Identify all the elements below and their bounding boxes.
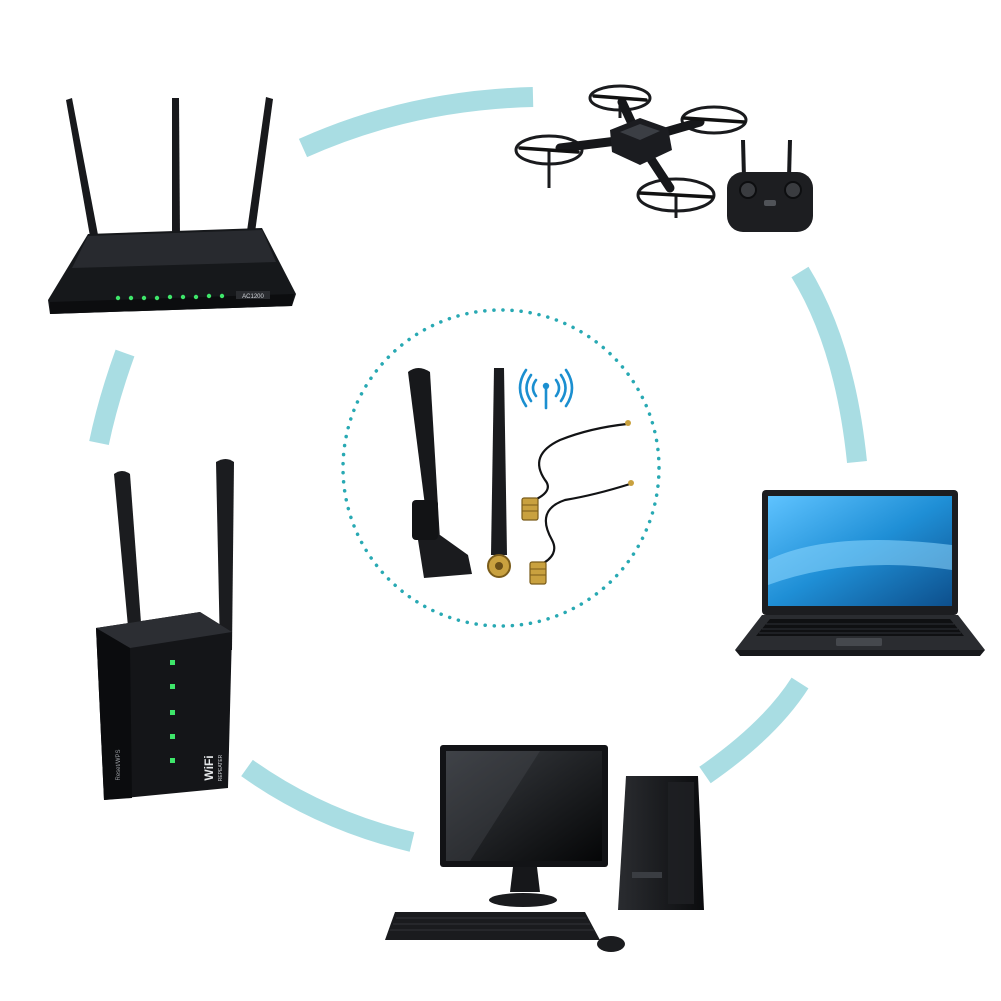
laptop-keyboard [756,619,964,636]
keyboard [385,912,600,940]
monitor-glare [446,751,540,861]
router-antenna-left [66,98,99,242]
router-front-edge [50,294,294,314]
propeller-blade [518,146,580,154]
controller-stick-left [739,181,757,199]
arc-router-drone [298,87,534,158]
swivel-antenna-hinge [412,500,438,540]
drone-body [610,118,672,165]
controller-antenna-right [787,139,792,179]
repeater-side-text: Reset/WPS [116,749,122,780]
monitor-stand [510,867,540,892]
antenna-kit [408,368,634,585]
laptop [735,490,985,656]
ufl-connectors [625,420,634,486]
propeller-blade [682,116,746,124]
repeater-antenna-right [216,459,234,650]
remote-controller [727,139,813,232]
propeller-guard-back-right [680,105,748,135]
router-model-badge [236,291,270,299]
router: AC1200 [48,97,296,314]
controller-antenna-left [741,139,746,179]
mouse [597,936,625,952]
pc-drive-bay [632,872,662,878]
repeater-logo-sub: REPEATER [218,754,224,781]
screen-swoosh [768,540,952,585]
router-led-row [115,293,225,301]
monitor-screen [446,751,602,861]
repeater-top [96,612,232,648]
wifi-signal-icon [518,368,574,410]
pc-tower-panel [668,782,694,904]
arc-laptop-desktop [699,677,809,784]
repeater-side [96,628,132,800]
desktop-computer [385,745,704,952]
wifi-repeater: WiFi REPEATER Reset/WPS [96,459,234,800]
sma-connectors [521,497,547,585]
pigtail-cables [529,422,631,566]
arc-repeater-router [89,349,135,446]
drone [514,84,748,218]
laptop-touchpad [836,638,882,646]
dotted-circle [341,308,661,628]
arc-drone-laptop [791,266,867,464]
router-antenna-right [246,97,273,240]
connector-center [495,562,503,570]
swivel-antenna-base [418,535,472,578]
propeller-blade [638,191,714,199]
connection-arcs [89,87,867,852]
rod-antenna [491,368,507,555]
monitor-stand-base [489,893,557,907]
router-model-label: AC1200 [242,294,264,300]
repeater-logo: WiFi [202,755,216,780]
propeller-blade [592,94,648,102]
arc-desktop-repeater [241,759,415,852]
laptop-front-edge [735,650,985,656]
router-top-sheen [72,230,276,268]
controller-button [764,200,776,206]
controller-stick-right [784,181,802,199]
drone-body-sheen [620,124,660,140]
router-antenna-middle [172,98,180,238]
repeater-led-column [170,660,175,763]
